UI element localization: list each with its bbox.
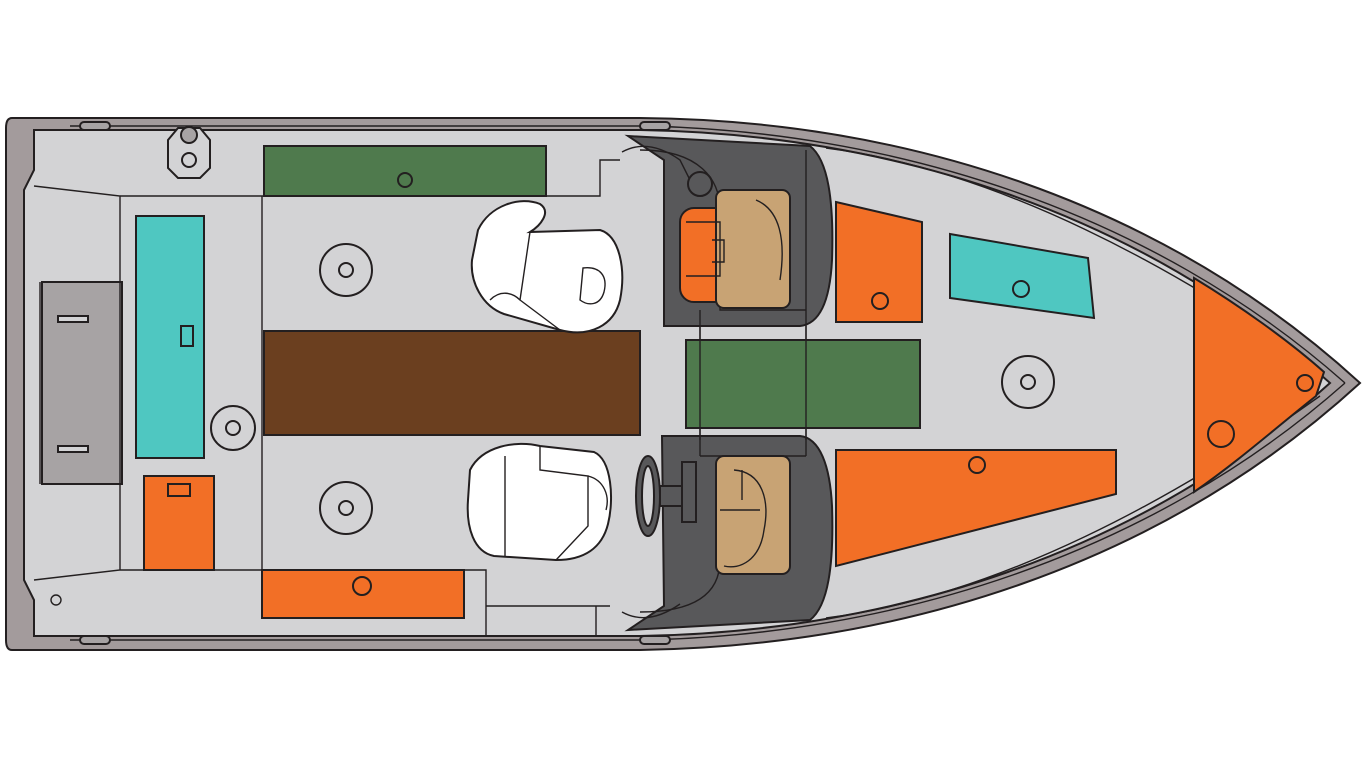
- storage-latch-icon: [871, 292, 889, 310]
- storage-latch-icon: [167, 483, 191, 497]
- seat-pedestal-icon: [210, 405, 256, 451]
- orange-storage-bow-starboard: [835, 449, 1117, 568]
- port-console-dash-tan: [715, 189, 791, 309]
- seat-pedestal-icon: [1001, 355, 1055, 409]
- starboard-console-dash-detail: [720, 469, 767, 568]
- storage-latch-icon: [352, 576, 372, 596]
- windshield-walkthrough: [699, 326, 807, 440]
- anchor-locker-latch-icon: [1296, 374, 1314, 392]
- livewell-latch-icon: [1012, 280, 1030, 298]
- seat-icon: [470, 200, 624, 334]
- anchor-locker-latch-icon: [1207, 420, 1235, 448]
- teal-livewell-bow: [949, 232, 1096, 320]
- transom-slot-top: [57, 315, 89, 323]
- rail-fitting: [79, 635, 111, 645]
- port-console-gauge-icon: [687, 171, 713, 197]
- port-rail-line: [70, 125, 1346, 384]
- rail-fitting: [639, 121, 671, 131]
- brown-center-deck: [263, 330, 641, 436]
- stern-cleat-icon: [167, 126, 211, 179]
- windshield-frame-outer: [621, 145, 691, 619]
- seat-pedestal-icon: [319, 243, 373, 297]
- starboard-console-dash-tan: [715, 455, 791, 575]
- stern-drain-icon: [50, 594, 62, 606]
- rail-fitting: [639, 635, 671, 645]
- storage-latch-icon: [968, 456, 986, 474]
- orange-storage-bow-port: [835, 200, 923, 323]
- orange-storage-stern: [143, 475, 215, 571]
- rod-locker-latch-icon: [397, 172, 413, 188]
- transom-panel: [41, 281, 123, 485]
- port-console-dash-detail: [686, 199, 783, 281]
- aft-floor-lines: [262, 159, 620, 636]
- seat-icon: [466, 442, 613, 562]
- transom-slot-bottom: [57, 445, 89, 453]
- green-rod-locker-center: [685, 339, 921, 429]
- rail-fitting: [79, 121, 111, 131]
- starboard-rail-line: [70, 382, 1346, 641]
- steering-wheel-icon: [635, 455, 697, 537]
- livewell-latch-icon: [180, 325, 194, 347]
- seat-pedestal-icon: [319, 481, 373, 535]
- green-rod-locker-port: [263, 145, 547, 197]
